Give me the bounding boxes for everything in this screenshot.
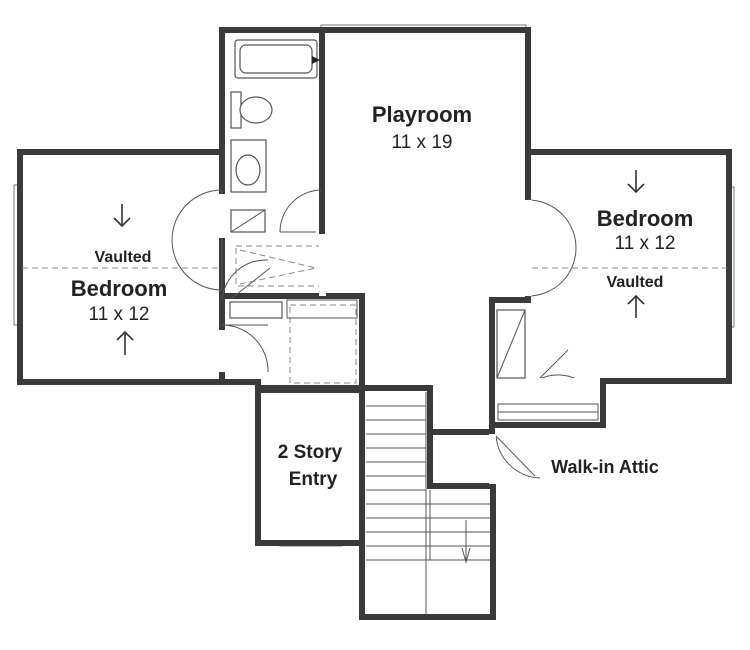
bedroom-right-ceiling: Vaulted [607,274,664,291]
faucet-icon [312,56,320,64]
arrow-down-icon [627,170,645,194]
entry-label-line1: 2 Story [278,442,343,463]
bath-fixtures [230,39,320,233]
stair-treads [366,392,490,614]
hall-fixtures [229,245,358,384]
attic-closet [497,403,599,421]
bedroom-left-walls [17,149,225,385]
bedroom-left-size: 11 x 12 [89,304,150,325]
entry-walls [255,387,365,546]
bedroom-left-ceiling: Vaulted [95,249,152,266]
arrows [113,170,645,355]
closet-right [496,309,526,379]
bedroom-right-walls [489,149,732,428]
bedroom-left-name: Bedroom [71,276,168,301]
arrow-up-icon [627,294,645,318]
bedroom-right-name: Bedroom [597,206,694,231]
door-openings [219,194,579,484]
attic-label: Walk-in Attic [551,457,659,477]
toilet-icon [230,91,273,129]
room-labels: Playroom 11 x 19 Vaulted Bedroom 11 x 12… [71,102,694,490]
bedroom-right-size: 11 x 12 [615,233,676,254]
playroom-size: 11 x 19 [392,132,453,153]
sink-icon [230,139,267,193]
entry-label-line2: Entry [289,469,338,490]
arrow-up-icon [116,330,134,355]
arrow-down-icon [113,204,131,228]
playroom-name: Playroom [372,102,472,127]
